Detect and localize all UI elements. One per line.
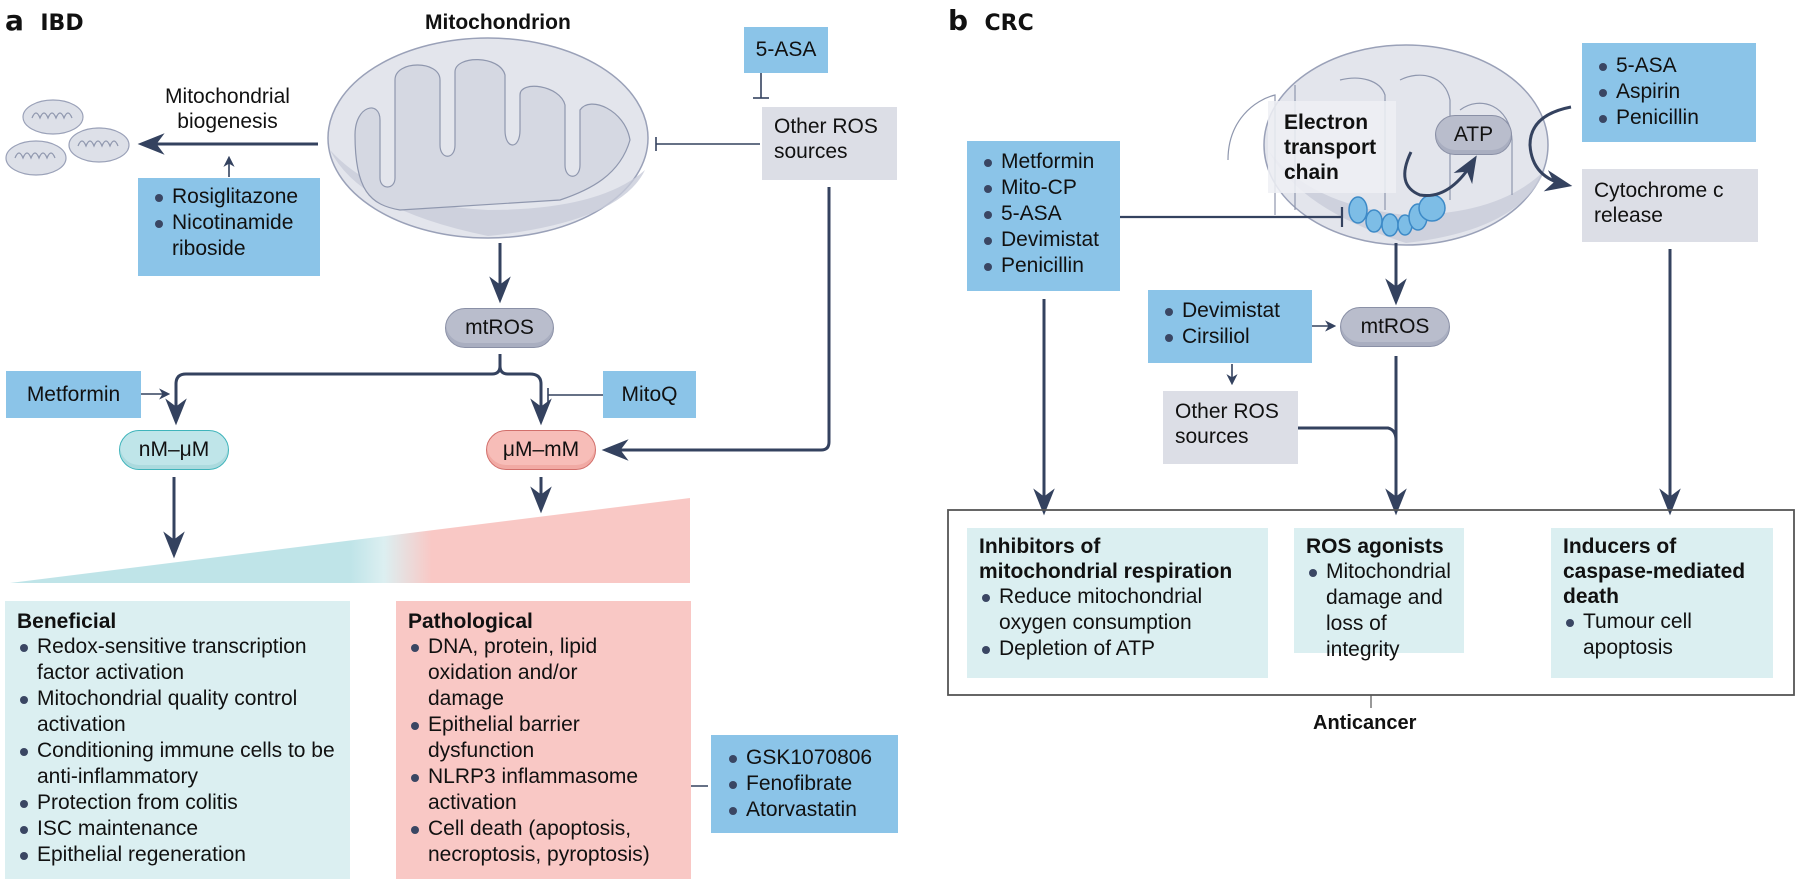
outcome-title-line2: mitochondrial respiration: [979, 560, 1233, 583]
pathological-item: Epithelial barrier dysfunction: [408, 712, 653, 764]
pathological-item: Cell death (apoptosis, necroptosis, pyro…: [408, 816, 653, 868]
etc-inhibitor-list: Metformin Mito-CP 5-ASA Devimistat Penic…: [981, 149, 1120, 279]
low-concentration-pill[interactable]: nM–μM: [119, 430, 229, 470]
cytochrome-drug-list: 5-ASA Aspirin Penicillin: [1596, 53, 1756, 131]
outcome-item: Reduce mitochondrial oxygen consumption: [979, 584, 1256, 636]
drug-item: Rosiglitazone: [152, 184, 320, 210]
pathological-title: Pathological: [408, 610, 533, 633]
high-concentration-pill[interactable]: μM–mM: [486, 430, 596, 470]
other-ros-sources-box-a[interactable]: Other ROS sources: [762, 107, 897, 180]
outcome-item: Depletion of ATP: [979, 636, 1256, 662]
outcome-list: Reduce mitochondrial oxygen consumption …: [979, 584, 1256, 662]
other-ros-line1: Other ROS: [774, 115, 878, 138]
panel-b-header: b CRC: [948, 4, 1034, 37]
drug-item: Mito-CP: [981, 175, 1120, 201]
cytochrome-drugs-box[interactable]: 5-ASA Aspirin Penicillin: [1582, 43, 1756, 142]
beneficial-list: Redox-sensitive transcription factor act…: [17, 634, 338, 868]
etc-label-line3: chain: [1284, 161, 1339, 184]
ros-inducers-box[interactable]: Devimistat Cirsiliol: [1148, 290, 1312, 363]
drug-item: Devimistat: [981, 227, 1120, 253]
drug-item: Cirsiliol: [1162, 324, 1312, 350]
mitochondria-cluster-icon: [5, 99, 130, 176]
outcome-item: Tumour cell apoptosis: [1563, 609, 1761, 661]
drug-item: Devimistat: [1162, 298, 1312, 324]
etc-inhibitors-box[interactable]: Metformin Mito-CP 5-ASA Devimistat Penic…: [967, 141, 1120, 291]
ros-inducer-list: Devimistat Cirsiliol: [1162, 298, 1312, 350]
mtros-pill-b[interactable]: mtROS: [1340, 307, 1450, 347]
outcome-list: Tumour cell apoptosis: [1563, 609, 1761, 661]
mitochondrion-label: Mitochondrion: [425, 11, 571, 34]
drug-item: 5-ASA: [1596, 53, 1756, 79]
etc-label-line1: Electron: [1284, 111, 1369, 134]
pathological-box[interactable]: Pathological DNA, protein, lipid oxidati…: [396, 601, 691, 879]
beneficial-item: Conditioning immune cells to be anti-inf…: [17, 738, 338, 790]
mtros-pill-a[interactable]: mtROS: [445, 308, 554, 348]
other-ros-line2: sources: [774, 140, 848, 163]
cytochrome-release-box[interactable]: Cytochrome c release: [1582, 169, 1758, 242]
drug-item: Fenofibrate: [726, 771, 898, 797]
nlrp3-inhibitor-list: GSK1070806 Fenofibrate Atorvastatin: [726, 745, 898, 823]
pathological-item: DNA, protein, lipid oxidation and/or dam…: [408, 634, 653, 712]
crc-mitochondrion-illustration: [1227, 44, 1549, 246]
drug-item: Aspirin: [1596, 79, 1756, 105]
asa-box[interactable]: 5-ASA: [744, 27, 828, 73]
drug-item: Penicillin: [981, 253, 1120, 279]
panel-a-connectors: [137, 73, 831, 812]
biogenesis-label: Mitochondrial biogenesis: [155, 84, 300, 134]
atp-pill[interactable]: ATP: [1435, 115, 1512, 155]
biogenesis-label-line1: Mitochondrial: [165, 85, 290, 108]
beneficial-item: Redox-sensitive transcription factor act…: [17, 634, 338, 686]
other-ros-sources-box-b[interactable]: Other ROS sources: [1163, 391, 1298, 464]
drug-item: Nicotinamide riboside: [152, 210, 320, 262]
outcome-item: Mitochondrial damage and loss of integri…: [1306, 559, 1452, 663]
concentration-gradient-wedge: [10, 498, 690, 583]
beneficial-item: ISC maintenance: [17, 816, 338, 842]
cytochrome-line1: Cytochrome c: [1594, 179, 1724, 202]
nlrp3-inhibitors-box[interactable]: GSK1070806 Fenofibrate Atorvastatin: [711, 735, 898, 833]
outcome-title-line3: death: [1563, 585, 1620, 608]
other-ros-line1: Other ROS: [1175, 400, 1279, 423]
pathological-item: NLRP3 inflammasome activation: [408, 764, 653, 816]
panel-b-title: CRC: [984, 11, 1034, 36]
drug-item: GSK1070806: [726, 745, 898, 771]
drug-item: 5-ASA: [981, 201, 1120, 227]
mitoq-box[interactable]: MitoQ: [603, 371, 696, 418]
outcome-title-line1: Inducers of: [1563, 535, 1677, 558]
beneficial-item: Protection from colitis: [17, 790, 338, 816]
outcome-respiration-inhibitors[interactable]: Inhibitors of mitochondrial respiration …: [967, 528, 1268, 678]
outcome-ros-agonists[interactable]: ROS agonists Mitochondrial damage and lo…: [1294, 528, 1464, 661]
biogenesis-drug-list: Rosiglitazone Nicotinamide riboside: [152, 184, 320, 262]
other-ros-line2: sources: [1175, 425, 1249, 448]
etc-label-line2: transport: [1284, 136, 1377, 159]
metformin-box[interactable]: Metformin: [6, 371, 141, 418]
outcome-title-line1: ROS agonists: [1306, 535, 1444, 558]
mitochondrion-illustration: [327, 37, 649, 239]
anticancer-label: Anticancer: [1313, 712, 1417, 734]
pathological-list: DNA, protein, lipid oxidation and/or dam…: [408, 634, 653, 868]
biogenesis-label-line2: biogenesis: [177, 110, 278, 133]
outcome-list: Mitochondrial damage and loss of integri…: [1306, 559, 1452, 663]
etc-label: Electron transport chain: [1284, 110, 1376, 185]
biogenesis-drugs-box[interactable]: Rosiglitazone Nicotinamide riboside: [138, 178, 320, 276]
panel-b-letter: b: [948, 4, 969, 37]
cytochrome-line2: release: [1594, 204, 1663, 227]
panel-a-letter: a: [5, 4, 24, 37]
drug-item: Atorvastatin: [726, 797, 898, 823]
drug-item: Metformin: [981, 149, 1120, 175]
beneficial-item: Mitochondrial quality control activation: [17, 686, 338, 738]
outcome-title-line1: Inhibitors of: [979, 535, 1101, 558]
panel-a-header: a IBD: [5, 4, 84, 37]
beneficial-item: Epithelial regeneration: [17, 842, 338, 868]
drug-item: Penicillin: [1596, 105, 1756, 131]
beneficial-title: Beneficial: [17, 610, 117, 633]
panel-a-title: IBD: [40, 11, 84, 36]
outcome-caspase-inducers[interactable]: Inducers of caspase-mediated death Tumou…: [1551, 528, 1773, 678]
panel-b-connectors: [947, 105, 1795, 708]
beneficial-box[interactable]: Beneficial Redox-sensitive transcription…: [5, 601, 350, 879]
outcome-title-line2: caspase-mediated: [1563, 560, 1746, 583]
